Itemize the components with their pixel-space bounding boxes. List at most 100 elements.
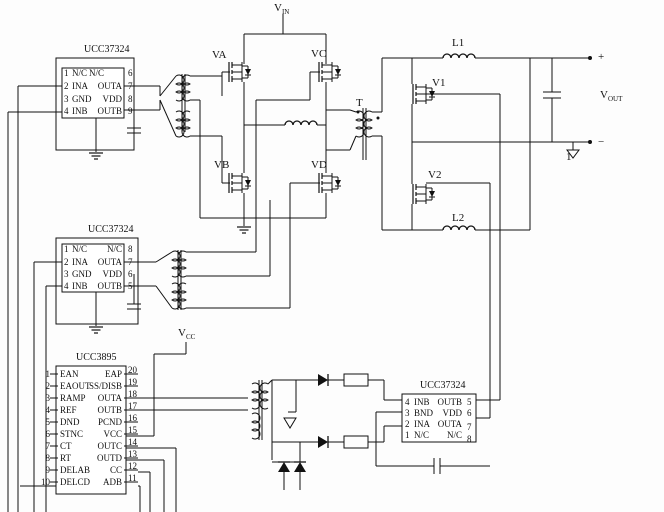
vout-label: VOUT — [600, 89, 623, 103]
vin-label: VIN — [274, 2, 289, 16]
svg-text:INB: INB — [72, 281, 88, 291]
driver-1-pins: 1 N/C 2 INA 3 GND 4 INB N/C 6 OUTA 7 VDD… — [64, 68, 133, 116]
svg-text:8: 8 — [128, 244, 133, 254]
svg-text:5: 5 — [467, 397, 472, 407]
svg-text:VDD: VDD — [443, 408, 463, 418]
svg-text:4: 4 — [64, 106, 69, 116]
controller-pin-num: 20 — [128, 365, 138, 375]
label-l2: L2 — [452, 212, 464, 224]
h-bridge: VIN VA VC VB VD — [200, 2, 350, 234]
driver-ic-3: UCC37324 4 INB 3 BND 2 INA 1 N/C OUTB 5 … — [401, 380, 500, 444]
controller-pin-name: OUTC — [98, 441, 123, 451]
svg-text:4: 4 — [405, 397, 410, 407]
label-v1: V1 — [432, 77, 445, 89]
svg-text:1: 1 — [64, 68, 69, 78]
mosfet-vc — [318, 61, 342, 83]
inductor-l1 — [442, 53, 476, 59]
sr-gate-drive — [238, 373, 490, 490]
svg-text:VDD: VDD — [103, 269, 123, 279]
label-l1: L1 — [452, 37, 464, 49]
controller-pin-num: 6 — [46, 429, 51, 439]
controller-pin-num: 11 — [128, 473, 137, 483]
controller-pin-num: 5 — [46, 417, 51, 427]
label-va: VA — [212, 49, 227, 61]
svg-text:VDD: VDD — [103, 94, 123, 104]
label-t: T — [356, 97, 363, 109]
svg-text:OUTB: OUTB — [98, 281, 123, 291]
driver-1-title: UCC37324 — [84, 44, 130, 55]
controller-pin-num: 13 — [128, 449, 138, 459]
driver-3-pins: 4 INB 3 BND 2 INA 1 N/C OUTB 5 VDD 6 OUT… — [405, 397, 472, 444]
controller-pin-name: STNC — [60, 429, 83, 439]
controller-pin-name: PCND — [98, 417, 123, 427]
controller-pin-num: 3 — [46, 393, 51, 403]
controller-pin-num: 10 — [41, 477, 51, 487]
svg-text:9: 9 — [128, 106, 133, 116]
mosfet-vb — [228, 172, 252, 194]
gate-transformers — [171, 72, 311, 310]
controller-title: UCC3895 — [76, 352, 117, 363]
label-v2: V2 — [428, 169, 441, 181]
mosfet-vd — [318, 172, 342, 194]
controller-pin-name: OUTB — [98, 405, 123, 415]
controller-pin-num: 19 — [128, 377, 138, 387]
svg-text:8: 8 — [128, 94, 133, 104]
mosfet-v2 — [412, 183, 436, 205]
vcc-node: VCC — [153, 327, 196, 436]
controller-pin-name: ADB — [103, 477, 122, 487]
controller-pin-num: 17 — [128, 401, 138, 411]
controller-pin-name: EAP — [105, 369, 122, 379]
label-minus: − — [598, 136, 604, 148]
svg-text:INA: INA — [414, 419, 430, 429]
svg-text:N/C: N/C — [72, 244, 87, 254]
svg-text:6: 6 — [467, 408, 472, 418]
controller-pin-num: 1 — [46, 369, 51, 379]
controller-pin-name: DELAB — [60, 465, 90, 475]
controller-pin-name: OUTA — [98, 393, 123, 403]
label-vc: VC — [311, 48, 326, 60]
svg-text:4: 4 — [64, 281, 69, 291]
svg-text:7: 7 — [467, 422, 472, 432]
label-vd: VD — [311, 159, 327, 171]
vcc-label: VCC — [178, 327, 196, 341]
svg-text:INA: INA — [72, 81, 88, 91]
svg-text:2: 2 — [64, 81, 69, 91]
svg-text:1: 1 — [405, 430, 410, 440]
controller-pin-name: RAMP — [60, 393, 86, 403]
svg-text:OUTA: OUTA — [98, 81, 123, 91]
controller-pin-num: 9 — [46, 465, 51, 475]
controller-pin-name: DND — [60, 417, 80, 427]
ground-num: 1 — [566, 151, 572, 163]
driver-2-title: UCC37324 — [88, 224, 134, 235]
svg-text:BND: BND — [414, 408, 434, 418]
svg-text:OUTB: OUTB — [438, 397, 463, 407]
svg-text:INA: INA — [72, 257, 88, 267]
svg-text:N/C: N/C — [447, 430, 462, 440]
svg-text:2: 2 — [64, 257, 69, 267]
controller-pin-name: RT — [60, 453, 71, 463]
svg-text:GND: GND — [72, 94, 92, 104]
svg-text:N/C: N/C — [107, 244, 122, 254]
svg-text:3: 3 — [64, 269, 69, 279]
svg-text:N/C: N/C — [72, 68, 87, 78]
svg-text:GND: GND — [72, 269, 92, 279]
controller-pin-name: EAOUT — [60, 381, 91, 391]
svg-text:N/C: N/C — [89, 68, 104, 78]
controller-pin-name: CC — [110, 465, 122, 475]
controller-pin-num: 16 — [128, 413, 138, 423]
controller-pin-num: 2 — [46, 381, 51, 391]
svg-text:1: 1 — [64, 244, 69, 254]
svg-text:8: 8 — [467, 434, 472, 444]
mosfet-va — [228, 61, 252, 83]
svg-text:2: 2 — [405, 419, 410, 429]
controller-pin-name: EAN — [60, 369, 79, 379]
svg-text:3: 3 — [64, 94, 69, 104]
svg-text:INB: INB — [414, 397, 430, 407]
resonant-inductor — [284, 120, 318, 126]
driver-ic-2: UCC37324 1 N/C 2 INA 3 GND 4 INB N/C 8 O… — [33, 224, 173, 512]
transformer-t: T — [349, 58, 383, 230]
